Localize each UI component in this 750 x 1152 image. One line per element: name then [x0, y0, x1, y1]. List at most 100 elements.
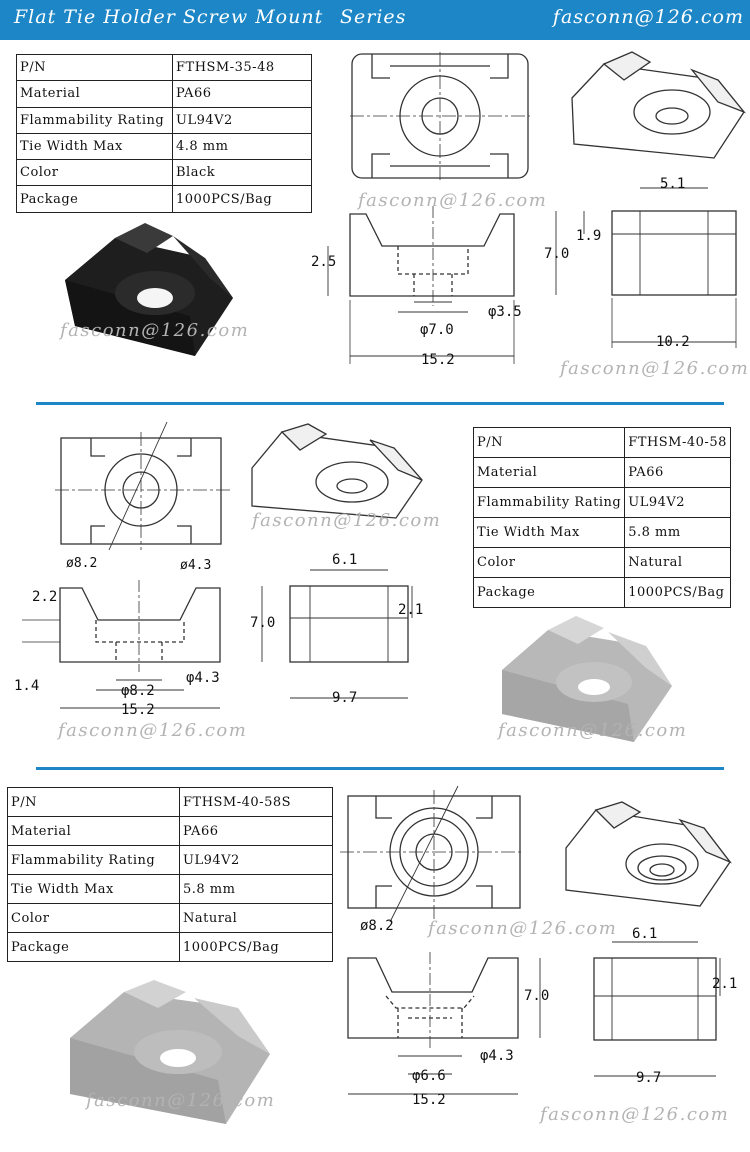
spec-value: 1000PCS/Bag	[172, 185, 312, 213]
spec-value: 5.8 mm	[624, 517, 731, 548]
spec-label: Flammability Rating	[472, 487, 626, 518]
top-view-drawing	[340, 785, 522, 923]
watermark: fasconn@126.com	[252, 510, 442, 531]
header-email[interactable]: fasconn@126.com	[552, 6, 744, 28]
watermark: fasconn@126.com	[358, 190, 548, 211]
side-view-drawing	[22, 580, 221, 709]
spec-label: Color	[472, 547, 626, 578]
dim-label: 1.4	[14, 678, 40, 694]
dim-label: 7.0	[250, 615, 276, 631]
spec-label: P/N	[16, 53, 173, 82]
dim-label: φ8.2	[121, 683, 155, 699]
spec-value: UL94V2	[624, 487, 731, 518]
side-view-drawing	[327, 206, 515, 364]
header-bar: Flat Tie Holder Screw Mount Series fasco…	[0, 0, 750, 40]
spec-label: Material	[16, 80, 173, 108]
top-view-drawing	[350, 52, 530, 180]
dim-label: 15.2	[421, 352, 455, 368]
watermark: fasconn@126.com	[58, 720, 248, 741]
dim-label: 15.2	[412, 1092, 446, 1108]
spec-value: PA66	[172, 80, 312, 108]
spec-label: Tie Width Max	[472, 517, 626, 548]
dim-label: φ3.5	[488, 304, 522, 320]
spec-label: Flammability Rating	[16, 106, 173, 134]
dim-label: 10.2	[656, 334, 690, 350]
spec-label: Material	[7, 816, 180, 846]
spec-label: P/N	[472, 427, 626, 458]
side-view-drawing	[347, 952, 541, 1095]
dim-label: 6.1	[332, 552, 358, 568]
watermark: fasconn@126.com	[560, 358, 750, 379]
section-divider	[36, 767, 724, 770]
spec-value: PA66	[624, 457, 731, 488]
dim-label: 7.0	[544, 246, 570, 262]
series-label: Series	[340, 6, 407, 28]
end-view-drawing	[261, 569, 413, 699]
dim-label: ø8.2	[66, 556, 98, 571]
section-divider	[36, 402, 724, 405]
spec-label: Package	[7, 932, 180, 962]
spec-value: UL94V2	[172, 106, 312, 134]
spec-value: FTHSM-40-58S	[179, 787, 333, 817]
dim-label: 9.7	[636, 1070, 662, 1086]
spec-label: Tie Width Max	[7, 874, 180, 904]
spec-value: 1000PCS/Bag	[624, 577, 731, 608]
iso-view-drawing	[571, 51, 747, 159]
end-view-drawing	[593, 941, 721, 1077]
spec-value: Natural	[179, 903, 333, 933]
iso-view-drawing	[565, 801, 732, 907]
spec-label: P/N	[7, 787, 180, 817]
spec-value: Natural	[624, 547, 731, 578]
spec-label: Package	[472, 577, 626, 608]
spec-value: Black	[172, 159, 312, 187]
dim-label: 9.7	[332, 690, 358, 706]
dim-label: φ4.3	[186, 670, 220, 686]
spec-value: 1000PCS/Bag	[179, 932, 333, 962]
dim-label: 2.1	[712, 976, 738, 992]
dim-label: 1.9	[576, 228, 602, 244]
dim-label: φ4.3	[480, 1048, 514, 1064]
dim-label: 15.2	[121, 702, 155, 718]
top-view-drawing	[55, 421, 230, 551]
dim-label: 6.1	[632, 926, 658, 942]
product-photo-natural	[70, 980, 270, 1124]
spec-label: Material	[472, 457, 626, 488]
spec-value: 5.8 mm	[179, 874, 333, 904]
dim-label: ø8.2	[360, 918, 394, 934]
dim-label: ø4.3	[180, 558, 212, 573]
dim-label: 2.5	[311, 254, 337, 270]
page-title: Flat Tie Holder Screw Mount	[14, 6, 324, 28]
spec-label: Color	[7, 903, 180, 933]
spec-value: UL94V2	[179, 845, 333, 875]
watermark: fasconn@126.com	[498, 720, 688, 741]
spec-label: Flammability Rating	[7, 845, 180, 875]
spec-label: Package	[16, 185, 173, 213]
spec-value: PA66	[179, 816, 333, 846]
spec-value: FTHSM-35-48	[172, 53, 312, 82]
dim-label: 7.0	[524, 988, 550, 1004]
dim-label: φ6.6	[412, 1068, 446, 1084]
spec-label: Color	[16, 159, 173, 187]
iso-view-drawing	[251, 423, 423, 519]
spec-label: Tie Width Max	[16, 132, 173, 161]
product-photo-natural	[502, 616, 672, 742]
